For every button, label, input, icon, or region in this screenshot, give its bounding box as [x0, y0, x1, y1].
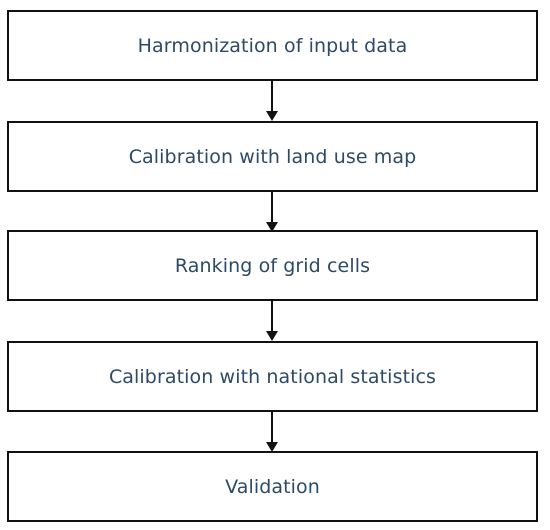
- arrowhead: [266, 111, 278, 121]
- arrowhead: [266, 222, 278, 232]
- step-label: Calibration with national statistics: [108, 365, 437, 388]
- arrow-shaft: [271, 81, 273, 112]
- step-box-validation: Validation: [7, 451, 538, 522]
- step-box-harmonization: Harmonization of input data: [7, 10, 538, 81]
- arrowhead: [266, 331, 278, 341]
- step-label: Validation: [225, 475, 320, 498]
- flow-arrow-down-icon: [266, 81, 278, 121]
- arrowhead: [266, 442, 278, 452]
- arrow-shaft: [271, 301, 273, 332]
- arrow-shaft: [271, 192, 273, 223]
- step-box-calibration-national-statistics: Calibration with national statistics: [7, 341, 538, 412]
- step-box-ranking: Ranking of grid cells: [7, 230, 538, 301]
- arrow-shaft: [271, 412, 273, 443]
- step-label: Ranking of grid cells: [174, 254, 371, 277]
- step-box-calibration-land-use: Calibration with land use map: [7, 121, 538, 192]
- step-label: Calibration with land use map: [128, 145, 417, 168]
- flow-arrow-down-icon: [266, 412, 278, 452]
- step-label: Harmonization of input data: [137, 34, 408, 57]
- flow-arrow-down-icon: [266, 192, 278, 232]
- flow-arrow-down-icon: [266, 301, 278, 341]
